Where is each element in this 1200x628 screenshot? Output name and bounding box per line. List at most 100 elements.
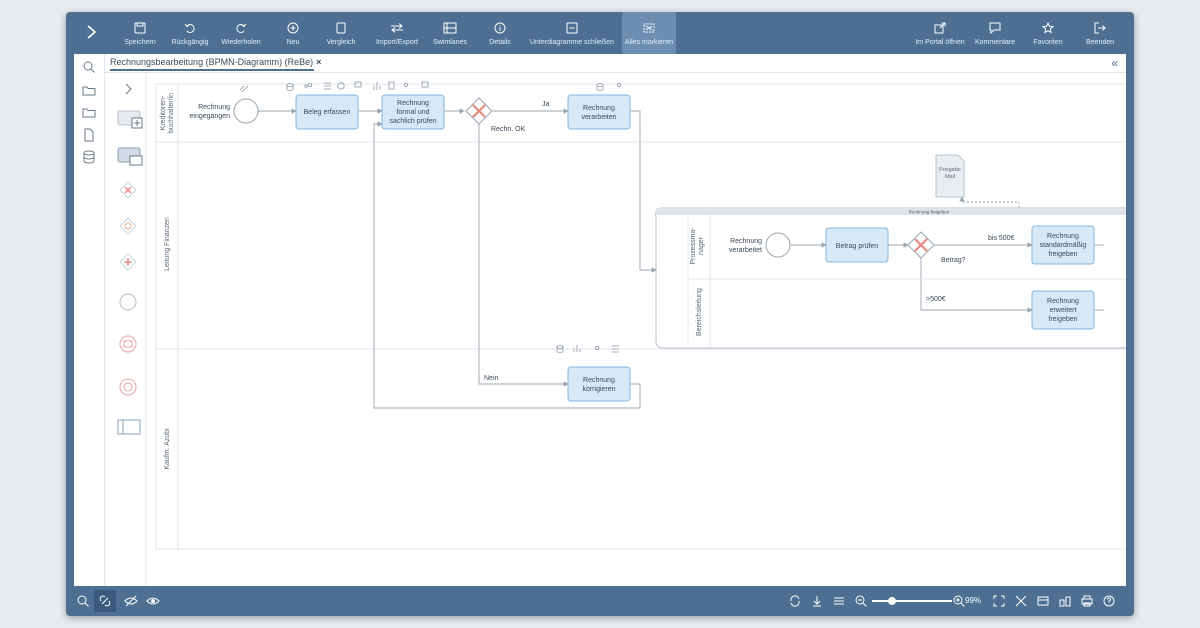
- palette-timer-event-icon[interactable]: [119, 378, 137, 396]
- link-mode-button[interactable]: [94, 590, 116, 612]
- print-icon[interactable]: [1080, 594, 1094, 608]
- start-event-rechnung-eingegangen[interactable]: Rechnung eingegangen: [190, 98, 259, 124]
- subprocess-rechnung-freigeben[interactable]: Rechnung freigeben Prozessma-nager Berei…: [655, 207, 1126, 349]
- check-icon[interactable]: [337, 82, 345, 90]
- task-beleg-erfassen[interactable]: Beleg erfassen: [295, 94, 359, 130]
- favorites-button[interactable]: Favoriten: [1028, 12, 1068, 54]
- comment-icon-2[interactable]: [421, 81, 429, 88]
- task-label-2: formal und: [396, 109, 429, 116]
- help-icon[interactable]: [1102, 594, 1116, 608]
- save-label: Speichern: [124, 39, 156, 46]
- task-rechnung-pruefen[interactable]: Rechnung formal und sachlich prüfen: [381, 94, 445, 130]
- task-rechnung-korrigieren[interactable]: Rechnung korrigieren: [567, 366, 631, 402]
- palette-message-event-icon[interactable]: [119, 335, 137, 353]
- tab-close-icon[interactable]: ×: [316, 57, 322, 67]
- redo-button[interactable]: Wiederholen: [216, 12, 266, 54]
- palette-lane-icon[interactable]: [117, 419, 141, 435]
- people-icon-5[interactable]: [595, 345, 600, 350]
- import-export-label: Import/Export: [375, 39, 418, 46]
- undo-button[interactable]: Rückgängig: [166, 12, 214, 54]
- document-icon[interactable]: [82, 128, 96, 142]
- zoom-slider[interactable]: [872, 597, 952, 605]
- database-icon-3[interactable]: [556, 345, 564, 349]
- comment-icon[interactable]: [354, 81, 362, 88]
- details-button[interactable]: Details: [484, 12, 516, 54]
- comments-button[interactable]: Kommentare: [970, 12, 1020, 54]
- swimlanes-label: Swimlanes: [433, 39, 467, 46]
- zoom-slider-handle[interactable]: [888, 597, 896, 605]
- share-icon[interactable]: [1058, 594, 1072, 608]
- gateway-rechnung-ok[interactable]: Rechn. OK: [465, 97, 526, 133]
- quit-button[interactable]: Beenden: [1082, 12, 1118, 54]
- open-in-portal-button[interactable]: Im Portal öffnen: [912, 12, 968, 54]
- fit-screen-icon[interactable]: [992, 594, 1006, 608]
- element-toolbar: [239, 81, 622, 353]
- gateway-betrag[interactable]: Betrag?: [907, 231, 966, 264]
- task-erweitert-freigeben[interactable]: Rechnung erweitert freigeben: [1031, 290, 1095, 330]
- palette-inclusive-gateway-icon[interactable]: [119, 217, 137, 235]
- zoom-in-icon[interactable]: [952, 594, 966, 608]
- people-icon[interactable]: [307, 82, 312, 87]
- palette-start-event-icon[interactable]: [119, 293, 137, 311]
- tab-active-indicator: [110, 69, 314, 71]
- document-label-1: Freigabe: [939, 167, 961, 173]
- new-button[interactable]: Neu: [278, 12, 308, 54]
- align-bottom-icon[interactable]: [810, 594, 824, 608]
- refresh-icon[interactable]: [788, 594, 802, 608]
- save-button[interactable]: Speichern: [118, 12, 162, 54]
- bpmn-canvas[interactable]: Kreditoren-buchhalter/in Leitung Finanze…: [74, 54, 1126, 586]
- hide-icon[interactable]: [124, 594, 138, 608]
- people-icon-4[interactable]: [617, 82, 622, 87]
- search-icon[interactable]: [82, 60, 96, 74]
- sub-start-label-2: verarbeitet: [729, 247, 762, 254]
- import-export-button[interactable]: Import/Export: [372, 12, 422, 54]
- task-label-3: freigeben: [1048, 316, 1077, 323]
- database-icon-3-body: [556, 347, 564, 353]
- task-label-3: freigeben: [1048, 251, 1077, 258]
- compare-label: Vergleich: [326, 39, 356, 46]
- task-betrag-pruefen[interactable]: Betrag prüfen: [825, 227, 889, 263]
- document-freigabe-mail[interactable]: Freigabe Mail: [935, 154, 965, 198]
- undo-icon: [184, 23, 195, 33]
- start-event-rechnung-verarbeitet[interactable]: Rechnung verarbeitet: [729, 232, 791, 258]
- flow-label-ja: Ja: [542, 101, 550, 108]
- task-rechnung-verarbeiten[interactable]: Rechnung verarbeiten: [567, 94, 631, 130]
- palette-parallel-gateway-icon[interactable]: [119, 253, 137, 271]
- collapse-panel-icon[interactable]: «: [1111, 56, 1118, 70]
- sub-start-label-1: Rechnung: [730, 238, 762, 245]
- folder-icon[interactable]: [82, 106, 96, 120]
- task-label: Betrag prüfen: [836, 243, 879, 250]
- database-icon[interactable]: [82, 150, 96, 164]
- link-icon[interactable]: [239, 85, 249, 93]
- plus-circle-icon: [287, 22, 299, 34]
- eye-icon[interactable]: [146, 594, 160, 608]
- compare-button[interactable]: Vergleich: [320, 12, 362, 54]
- chart-icon[interactable]: [373, 82, 381, 90]
- palette-exclusive-gateway-icon[interactable]: [119, 181, 137, 199]
- palette-subprocess-icon[interactable]: [117, 110, 143, 129]
- list-icon-2[interactable]: [612, 345, 619, 353]
- panel-icon[interactable]: [1036, 594, 1050, 608]
- zoom-out-icon[interactable]: [854, 594, 868, 608]
- tab-diagram[interactable]: Rechnungsbearbeitung (BPMN-Diagramm) (Re…: [110, 57, 321, 67]
- palette-task-icon[interactable]: [117, 147, 143, 166]
- people-icon-3[interactable]: [403, 82, 408, 87]
- search-icon[interactable]: [76, 594, 90, 608]
- close-subdiagrams-label: Unterdiagramme schließen: [529, 39, 615, 46]
- task-standard-freigeben[interactable]: Rechnung standardmäßig freigeben: [1031, 225, 1095, 265]
- fullscreen-icon[interactable]: [1014, 594, 1028, 608]
- folder-icon[interactable]: [82, 84, 96, 98]
- tab-bar: Rechnungsbearbeitung (BPMN-Diagramm) (Re…: [104, 54, 1126, 73]
- palette-expand-icon[interactable]: [125, 83, 132, 95]
- list-icon[interactable]: [324, 82, 331, 90]
- doc-icon[interactable]: [388, 81, 395, 90]
- swimlanes-button[interactable]: Swimlanes: [430, 12, 470, 54]
- people-icon-2: [304, 84, 308, 88]
- chart-icon-2[interactable]: [573, 345, 581, 352]
- select-all-button[interactable]: Alles markieren: [622, 12, 676, 54]
- select-all-icon: [643, 23, 655, 33]
- expand-menu-icon[interactable]: [86, 24, 98, 40]
- close-subdiagrams-button[interactable]: Unterdiagramme schließen: [526, 12, 618, 54]
- bottom-toolbar: 99%: [66, 586, 1134, 616]
- layout-icon[interactable]: [832, 594, 846, 608]
